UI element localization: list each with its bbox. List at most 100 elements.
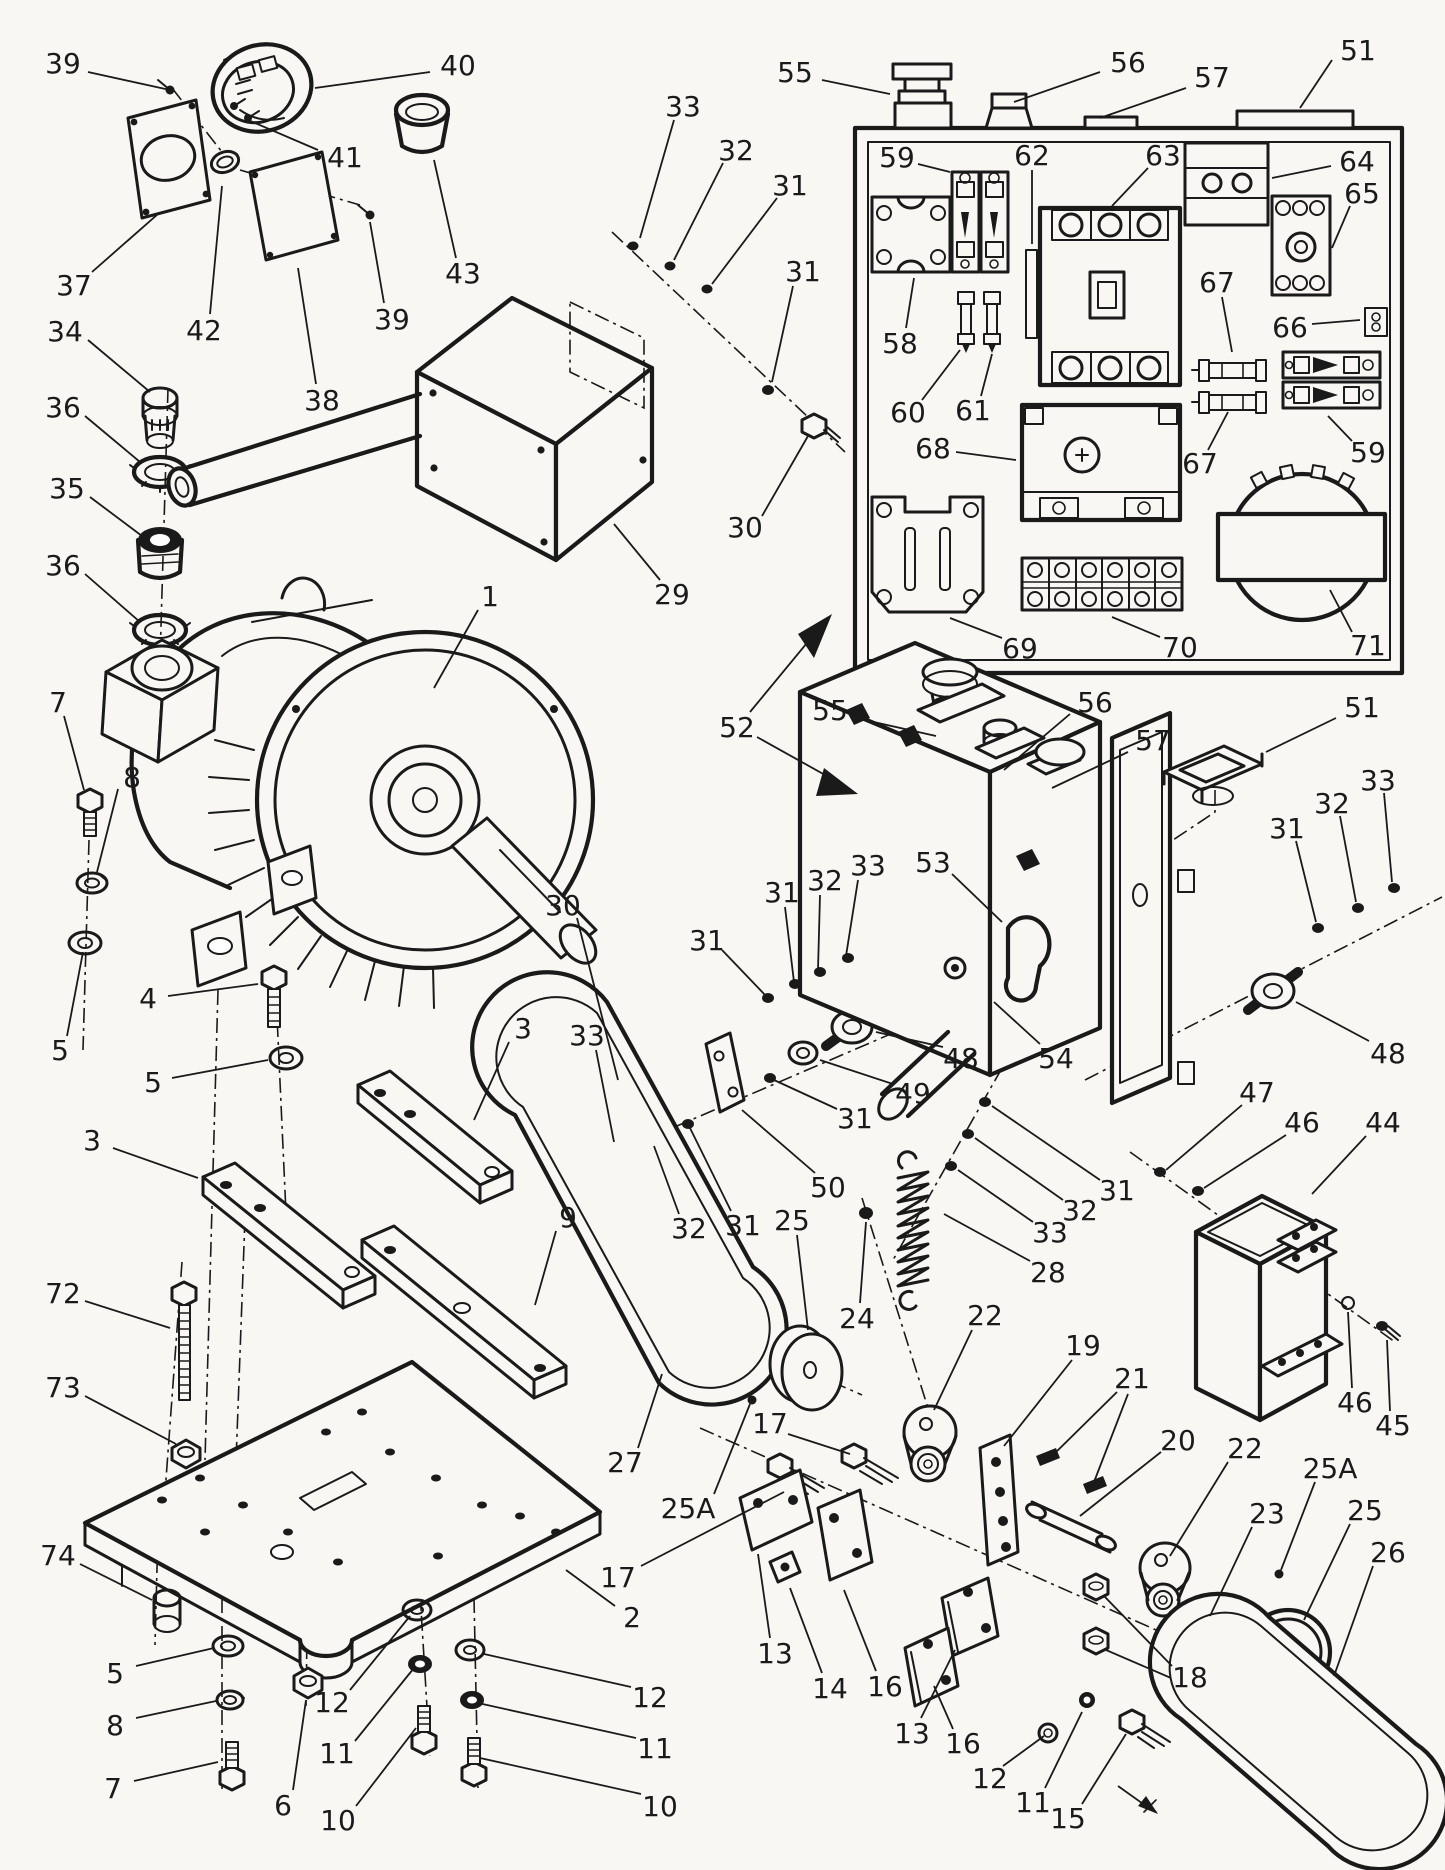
motor-fins (208, 739, 435, 1009)
leader-line-1-17 (433, 609, 479, 689)
square-nut-14 (768, 1550, 802, 1584)
leader-line-3-114 (473, 1041, 510, 1121)
terminal-66 (1364, 307, 1388, 337)
callout-7-12: 7 (49, 686, 67, 719)
leader-line-19-78 (1003, 1359, 1073, 1447)
callout-22-82: 22 (1227, 1432, 1263, 1465)
leader-line-74-102 (79, 1563, 153, 1601)
bolt-10-right (460, 1737, 488, 1788)
leader-line-32-54 (817, 894, 821, 971)
callout-74-102: 74 (40, 1539, 76, 1572)
leader-line-31-60 (689, 1127, 732, 1212)
callout-36-9: 36 (45, 391, 81, 424)
leader-line-23-83 (1209, 1526, 1253, 1617)
idler-bracket-22-lower (1138, 1541, 1192, 1618)
callout-58-31: 58 (882, 327, 918, 360)
callout-8-104: 8 (106, 1709, 124, 1742)
callout-70-42: 70 (1162, 631, 1198, 664)
screw-45 (1376, 1321, 1401, 1341)
callout-69-41: 69 (1002, 632, 1038, 665)
callout-2-110: 2 (623, 1601, 641, 1634)
callout-54-50: 54 (1038, 1042, 1074, 1075)
leader-line-34-8 (87, 339, 151, 393)
callout-12-111: 12 (632, 1681, 668, 1714)
channel-brackets-13b-16b (903, 1576, 1000, 1708)
leader-line-59-39 (1327, 415, 1353, 442)
plate-13-a (738, 1468, 814, 1552)
plate-holes (157, 1408, 561, 1566)
estop-3d-55 (916, 657, 1006, 724)
spacer-strip-62 (1025, 249, 1038, 339)
leader-line-72-100 (84, 1300, 171, 1329)
leader-line-41-2 (247, 119, 319, 151)
leader-line-33-58 (595, 1049, 615, 1143)
leader-line-31-21 (711, 197, 778, 285)
belt-direction-arrow (1138, 1796, 1158, 1814)
leader-line-31-22 (771, 285, 794, 383)
callout-46-93: 46 (1284, 1106, 1320, 1139)
leader-line-52-44 (749, 631, 817, 713)
leader-line-16-73 (933, 1685, 954, 1730)
lockwasher-8 (75, 871, 109, 895)
callout-13-69: 13 (757, 1637, 793, 1670)
leader-line-24-87 (859, 1221, 867, 1304)
washer-12-right (454, 1638, 486, 1662)
leader-line-69-41 (949, 617, 1003, 639)
callout-48-51: 48 (943, 1042, 979, 1075)
leader-line-33-19 (639, 119, 675, 239)
bolt-7-bottom (218, 1741, 246, 1792)
callout-5-103: 5 (106, 1657, 124, 1690)
washer-5-left (67, 930, 103, 956)
leader-line-26-86 (1333, 1565, 1374, 1677)
leader-line-18-77 (1103, 1595, 1173, 1667)
front-hole (943, 956, 967, 980)
leader-line-51-27 (1299, 59, 1333, 109)
leader-line-57-26 (1099, 87, 1187, 119)
leader-line-56-25 (1013, 71, 1101, 103)
bolt-10-left (410, 1705, 438, 1756)
callout-64-34: 64 (1339, 145, 1375, 178)
leader-line-44-94 (1311, 1135, 1367, 1195)
callout-72-100: 72 (45, 1277, 81, 1310)
leader-line-38-5 (297, 267, 317, 385)
callout-59-28: 59 (879, 141, 915, 174)
lift-hook (280, 576, 327, 612)
washer-46 (1192, 1186, 1204, 1196)
belt-26 (1147, 1591, 1445, 1870)
overload-65 (1270, 194, 1332, 297)
washer-11-right (460, 1691, 484, 1709)
leader-line-5-103 (135, 1647, 215, 1667)
callout-32-20: 32 (718, 134, 754, 167)
fuse-60 (957, 291, 975, 353)
leader-line-32-59 (653, 1145, 680, 1215)
leader-line-54-50 (993, 1001, 1041, 1045)
leader-line-25A-66 (713, 1403, 751, 1495)
rubber-cap-43 (393, 92, 451, 155)
washer-11-d (1079, 1692, 1095, 1708)
leader-line-11-108 (354, 1667, 415, 1742)
control-panel (852, 62, 1405, 676)
leader-line-12-111 (483, 1653, 632, 1688)
terminal-strip-70 (1020, 556, 1184, 612)
plate-16-a (816, 1488, 874, 1582)
top-knockout-hole (1034, 737, 1086, 767)
arrow-to-panel (798, 614, 832, 658)
leader-line-35-10 (89, 496, 143, 537)
callout-44-94: 44 (1365, 1106, 1401, 1139)
leader-line-7-105 (133, 1761, 219, 1782)
leader-line-17-68 (640, 1491, 785, 1567)
bushing-35 (135, 527, 185, 581)
callout-32-98: 32 (1314, 787, 1350, 820)
leader-line-57-47 (1051, 751, 1129, 789)
box-right (553, 365, 655, 563)
washer-5-bottom (211, 1634, 245, 1658)
callout-31-97: 31 (1269, 812, 1305, 845)
leader-line-37-3 (91, 213, 159, 273)
leader-line-13-69 (757, 1553, 771, 1639)
leader-line-31-97 (1295, 840, 1317, 923)
bolt-7 (76, 787, 104, 837)
callout-32-59: 32 (671, 1212, 707, 1245)
callout-36-11: 36 (45, 549, 81, 582)
leader-line-40-1 (314, 71, 431, 89)
